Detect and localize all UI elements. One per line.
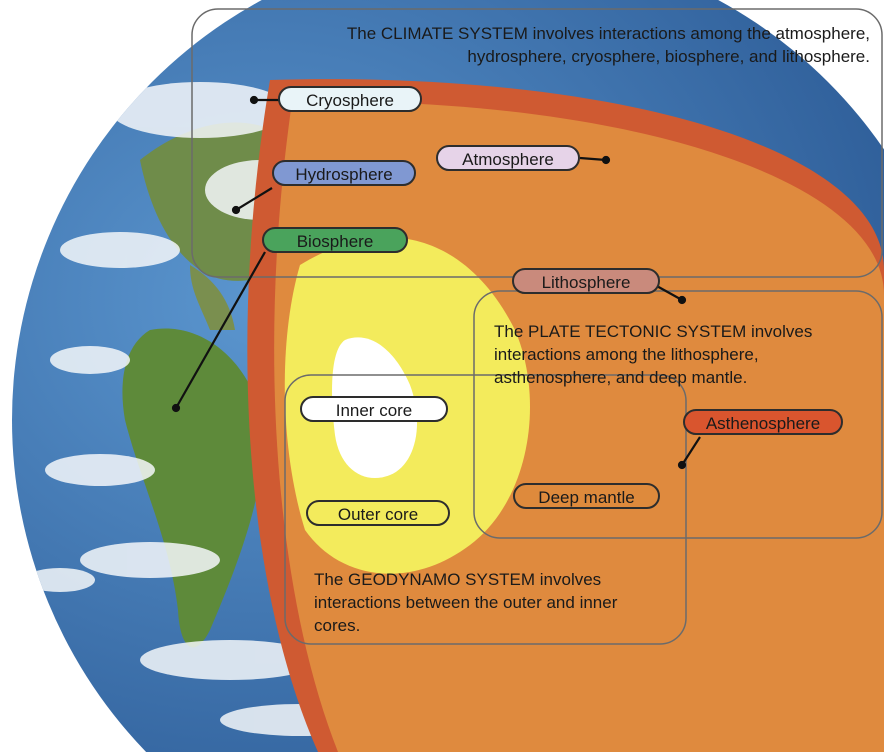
lithosphere-label: Lithosphere (512, 268, 660, 294)
atmosphere-label: Atmosphere (436, 145, 580, 171)
earth-interior (247, 79, 884, 752)
leader-lines (171, 95, 701, 470)
central-america-landmass (190, 265, 235, 330)
hydrosphere-label: Hydrosphere (272, 160, 416, 186)
deep-mantle-label: Deep mantle (513, 483, 660, 509)
asthenosphere-label: Asthenosphere (683, 409, 843, 435)
outer-core-label: Outer core (306, 500, 450, 526)
plate-tectonic-system-box (473, 290, 883, 539)
plate-tectonic-system-text: The PLATE TECTONIC SYSTEM involves inter… (494, 322, 813, 387)
inner-core-label: Inner core (300, 396, 448, 422)
geodynamo-system-text: The GEODYNAMO SYSTEM involves interactio… (314, 570, 618, 635)
cryosphere-label: Cryosphere (278, 86, 422, 112)
south-america-landmass (122, 328, 264, 648)
climate-system-text: The CLIMATE SYSTEM involves interactions… (346, 24, 870, 66)
biosphere-label: Biosphere (262, 227, 408, 253)
geodynamo-system-box (284, 374, 687, 645)
